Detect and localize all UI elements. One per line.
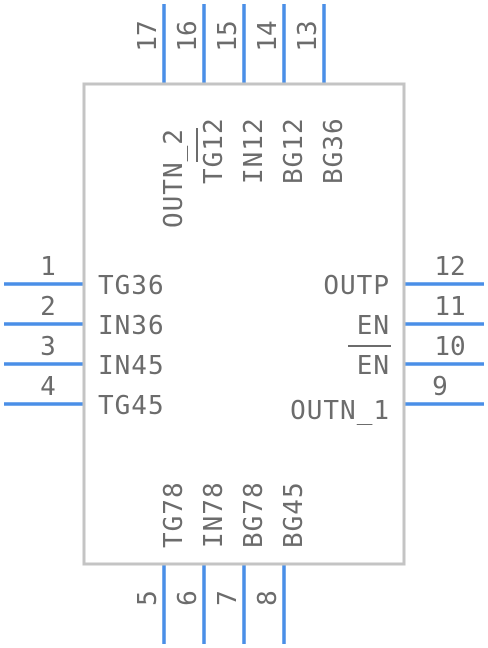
pin-number-12: 12 bbox=[434, 252, 465, 282]
pin-label-16: TG12 bbox=[199, 117, 229, 184]
pin-label-15: IN12 bbox=[239, 117, 269, 184]
pin-label-7: BG78 bbox=[239, 481, 269, 548]
pin-label-17: OUTN_2 bbox=[159, 128, 189, 228]
component-body[interactable] bbox=[82, 82, 406, 566]
pin-label-2: IN36 bbox=[98, 311, 165, 341]
pin-number-13: 13 bbox=[293, 20, 323, 51]
pin-number-4: 4 bbox=[40, 372, 56, 402]
pin-number-5: 5 bbox=[133, 590, 163, 606]
pin-number-17: 17 bbox=[133, 20, 163, 51]
pin-label-14: BG12 bbox=[279, 117, 309, 184]
pin-label-10: EN bbox=[357, 351, 390, 381]
pin-label-13: BG36 bbox=[319, 117, 349, 184]
pin-number-9: 9 bbox=[432, 372, 448, 402]
pin-label-11: EN bbox=[357, 311, 390, 341]
pin-label-12: OUTP bbox=[323, 271, 390, 301]
pin-label-6: IN78 bbox=[199, 481, 229, 548]
pin-number-2: 2 bbox=[40, 292, 56, 322]
pin-number-6: 6 bbox=[173, 590, 203, 606]
pin-number-1: 1 bbox=[40, 252, 56, 282]
pin-number-10: 10 bbox=[434, 332, 465, 362]
pin-label-3: IN45 bbox=[98, 351, 165, 381]
pin-number-11: 11 bbox=[434, 292, 465, 322]
pin-label-1: TG36 bbox=[98, 271, 165, 301]
pin-number-8: 8 bbox=[253, 590, 283, 606]
pin-number-15: 15 bbox=[213, 20, 243, 51]
pin-number-7: 7 bbox=[213, 590, 243, 606]
pin-number-16: 16 bbox=[173, 20, 203, 51]
pin-label-5: TG78 bbox=[159, 481, 189, 548]
pin-number-14: 14 bbox=[253, 20, 283, 51]
pin-label-9: OUTN_1 bbox=[290, 396, 390, 426]
pin-label-8: BG45 bbox=[279, 481, 309, 548]
pin-number-3: 3 bbox=[40, 332, 56, 362]
pin-label-4: TG45 bbox=[98, 391, 165, 421]
